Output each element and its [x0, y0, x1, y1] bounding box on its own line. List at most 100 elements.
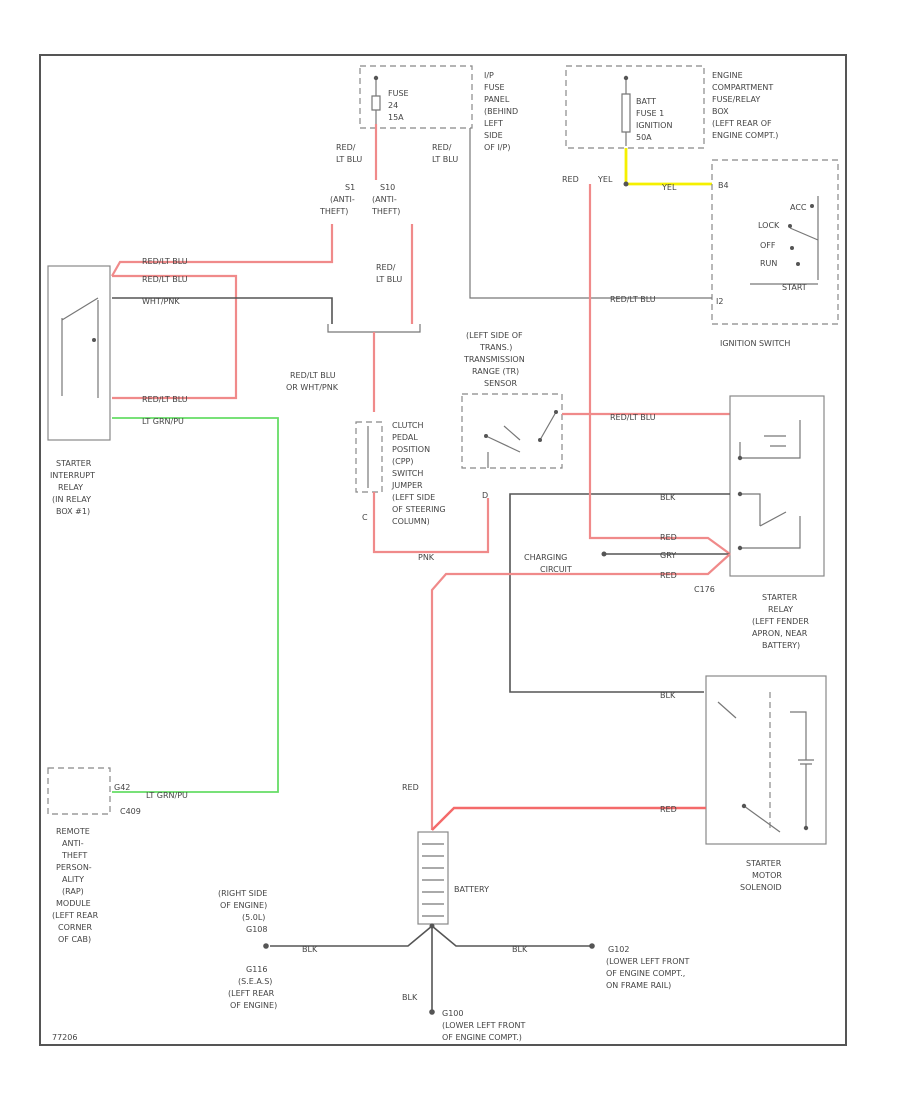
charging-circuit-label-1: CHARGING — [524, 553, 567, 562]
connector-c409: C409 — [120, 807, 141, 816]
wire-label-red-ltblu-pnk-1: RED/LT BLU — [290, 371, 336, 380]
starter-relay-blk-wire — [509, 493, 730, 693]
starter-relay-label-4: APRON, NEAR — [752, 629, 808, 638]
battery-red-to-relay — [430, 553, 731, 830]
starter-solenoid-label-1: STARTER — [746, 859, 782, 868]
fuse-24-label-3: 15A — [388, 113, 404, 122]
starter-interrupt-relay-label-4: (IN RELAY — [52, 495, 91, 504]
wire-label-yel-a: YEL — [597, 175, 613, 184]
wire-label-red-ltblu-relay1: RED/LT BLU — [142, 257, 188, 266]
fuse-1-label-4: 50A — [636, 133, 652, 142]
ground-g102-label-2: (LOWER LEFT FRONT — [606, 957, 690, 966]
g102-dot — [589, 943, 595, 949]
wire-label-red-ltblu-sw: RED/LT BLU — [142, 395, 188, 404]
starter-relay-coil — [739, 420, 801, 459]
ignition-lock-dot — [788, 224, 792, 228]
tr-sensor-box — [461, 393, 563, 469]
starter-relay-label-2: RELAY — [768, 605, 793, 614]
starter-relay-label-3: (LEFT FENDER — [752, 617, 809, 626]
tr-sensor-label-3: TRANSMISSION — [463, 355, 525, 364]
anti-theft-pin-s10: S10 — [380, 183, 395, 192]
starter-solenoid-label-3: SOLENOID — [740, 883, 782, 892]
starter-interrupt-relay-dot — [92, 338, 96, 342]
fuse-1-terminal — [623, 75, 629, 81]
wire-label-pnk: PNK — [418, 553, 435, 562]
wire-label-red-a: RED — [562, 175, 579, 184]
ip-fuse-panel-label-1: I/P — [484, 71, 494, 80]
wire-label-red-b: RED — [660, 533, 677, 542]
battery-solenoid-red — [431, 806, 706, 831]
wire-label-red-ltblu-2b: LT BLU — [432, 155, 458, 164]
splice-bracket — [327, 324, 421, 333]
tr-sensor-label-5: SENSOR — [484, 379, 517, 388]
clutch-switch-label-8: OF STEERING — [392, 505, 446, 514]
relay-red-ltblu-1 — [112, 274, 238, 400]
engine-fuse-box-label-6: ENGINE COMPT.) — [712, 131, 778, 140]
starter-relay-label-5: BATTERY) — [762, 641, 800, 650]
solenoid-coil — [717, 701, 814, 833]
wire-label-red-ltblu-relay2: RED/LT BLU — [142, 275, 188, 284]
ip-fuse-panel-box — [359, 65, 473, 129]
g108-dot — [263, 943, 269, 949]
starter-relay-label-1: STARTER — [762, 593, 798, 602]
clutch-switch-label-3: POSITION — [392, 445, 430, 454]
ground-g102-label-1: G102 — [608, 945, 629, 954]
ground-g116-label-2: (S.E.A.S) — [238, 977, 272, 986]
fuse-1-symbol — [621, 80, 631, 146]
engine-right-label-1: (RIGHT SIDE — [218, 889, 267, 898]
starter-solenoid-label-2: MOTOR — [752, 871, 782, 880]
engine-fuse-box-label-1: ENGINE — [712, 71, 743, 80]
clutch-switch-label-4: (CPP) — [392, 457, 413, 466]
fuse-24-symbol — [371, 80, 381, 124]
starter-interrupt-relay-box — [47, 265, 111, 441]
fuse-24-label-1: FUSE — [388, 89, 409, 98]
tr-sensor-switch — [485, 411, 557, 468]
clutch-switch-box — [355, 421, 383, 493]
starter-relay-box — [729, 395, 825, 577]
ignition-switch-label: IGNITION SWITCH — [720, 339, 790, 348]
anti-theft-label-4: THEFT) — [371, 207, 400, 216]
wire-label-lt-grn-pu: LT GRN/PU — [142, 417, 184, 426]
ground-g116-label-3: (LEFT REAR — [228, 989, 275, 998]
ignition-pin-i2: I2 — [716, 297, 723, 306]
starter-interrupt-relay-switch — [61, 297, 99, 398]
ground-g116-label-4: OF ENGINE) — [230, 1001, 277, 1010]
wire-label-red-ltblu-1a: RED/ — [336, 143, 356, 152]
engine-fuse-box — [565, 65, 705, 149]
rap-module-label-6: (RAP) — [62, 887, 84, 896]
wire-label-red-e: RED — [402, 783, 419, 792]
yel-splice-dot — [623, 181, 629, 187]
wire-label-blk-e: BLK — [402, 993, 418, 1002]
wire-label-gry: GRY — [660, 551, 676, 560]
starter-interrupt-relay-label-1: STARTER — [56, 459, 92, 468]
tr-sensor-label-2: TRANS.) — [479, 343, 512, 352]
wire-label-blk-c: BLK — [302, 945, 318, 954]
ignition-pos-off: OFF — [760, 241, 776, 250]
ground-g100-label-1: G100 — [442, 1009, 463, 1018]
ignition-pos-lock: LOCK — [758, 221, 780, 230]
starter-relay-switch — [740, 493, 801, 549]
anti-theft-label-1: (ANTI- — [330, 195, 355, 204]
ip-fuse-panel-label-3: PANEL — [484, 95, 510, 104]
rap-module-label-2: ANTI- — [62, 839, 84, 848]
wire-label-red-ltblu-1b: LT BLU — [336, 155, 362, 164]
fuse-1-label-2: FUSE 1 — [636, 109, 664, 118]
engine-fuse-box-label-3: FUSE/RELAY — [712, 95, 760, 104]
battery-ground-right — [431, 925, 590, 947]
fuse-1-label-1: BATT — [636, 97, 656, 106]
tr-sensor-dot-3 — [554, 410, 558, 414]
ignition-off-dot — [790, 246, 794, 250]
engine-right-label-2: OF ENGINE) — [220, 901, 267, 910]
ign-feed-wire — [469, 128, 712, 299]
clutch-pnk-wire — [372, 492, 490, 554]
clutch-switch-label-9: COLUMN) — [392, 517, 430, 526]
relay-wht-pnk-wire — [112, 297, 333, 324]
ground-g100-label-3: OF ENGINE COMPT.) — [442, 1033, 522, 1042]
ground-g102-label-4: ON FRAME RAIL) — [606, 981, 671, 990]
ip-fuse-panel-label-7: OF I/P) — [484, 143, 510, 152]
rap-module-label-4: PERSON- — [56, 863, 92, 872]
solenoid-dot-2 — [803, 825, 809, 831]
engine-right-label-4: G108 — [246, 925, 267, 934]
connector-c176: C176 — [694, 585, 715, 594]
